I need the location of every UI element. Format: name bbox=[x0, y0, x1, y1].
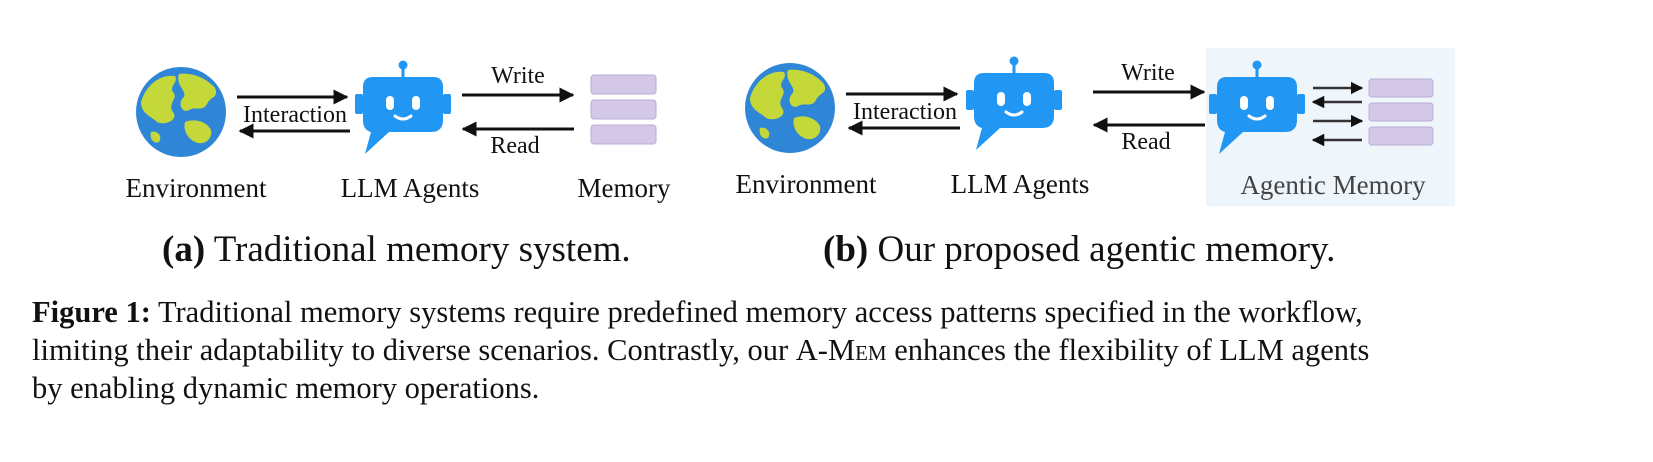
subcaption-b-tag: (b) bbox=[823, 229, 869, 270]
caption-text: Traditional memory systems require prede… bbox=[150, 295, 1363, 329]
subcaption-b-text: Our proposed agentic memory. bbox=[868, 229, 1336, 270]
caption-line-3: by enabling dynamic memory operations. bbox=[32, 369, 1622, 407]
caption-line-2: limiting their adaptability to diverse s… bbox=[32, 331, 1622, 369]
panel-a: Environment Interaction LLM Agents Write… bbox=[126, 59, 671, 203]
robot-icon bbox=[353, 59, 453, 156]
figure-caption: Figure 1: Traditional memory systems req… bbox=[32, 293, 1622, 407]
read-label: Read bbox=[490, 133, 539, 159]
subcaption-a: (a) Traditional memory system. bbox=[162, 228, 631, 271]
environment-label: Environment bbox=[126, 173, 267, 203]
globe-icon bbox=[745, 63, 835, 153]
caption-text: enhances the flexibility of LLM agents bbox=[886, 333, 1370, 367]
write-label: Write bbox=[1121, 60, 1175, 86]
interaction-label: Interaction bbox=[243, 102, 347, 128]
caption-label: Figure 1: bbox=[32, 295, 151, 329]
environment-label: Environment bbox=[736, 169, 877, 199]
agentic-memory-panel: Agentic Memory bbox=[1206, 48, 1455, 206]
panel-b: Environment Interaction LLM Agents Write… bbox=[736, 48, 1455, 206]
agentic-memory-label: Agentic Memory bbox=[1240, 170, 1426, 200]
llm-agents-label: LLM Agents bbox=[341, 173, 480, 203]
memory-label: Memory bbox=[578, 173, 671, 203]
memory-block bbox=[1368, 78, 1434, 98]
subcaption-a-text: Traditional memory system. bbox=[205, 229, 631, 270]
memory-block bbox=[1368, 102, 1434, 122]
caption-text: by enabling dynamic memory operations. bbox=[32, 371, 540, 405]
caption-line-1: Figure 1: Traditional memory systems req… bbox=[32, 293, 1622, 331]
caption-text: limiting their adaptability to diverse s… bbox=[32, 333, 796, 367]
write-label: Write bbox=[491, 63, 545, 89]
globe-icon bbox=[136, 67, 226, 157]
method-name: A-Mem bbox=[795, 333, 887, 367]
subcaption-a-tag: (a) bbox=[162, 229, 206, 270]
memory-block bbox=[590, 99, 657, 120]
memory-blocks bbox=[590, 74, 657, 145]
llm-agents-label: LLM Agents bbox=[951, 169, 1090, 199]
memory-block bbox=[590, 124, 657, 145]
robot-icon bbox=[964, 55, 1064, 152]
memory-block bbox=[1368, 126, 1434, 146]
subcaption-b: (b) Our proposed agentic memory. bbox=[823, 228, 1335, 271]
memory-block bbox=[590, 74, 657, 95]
memory-diagram: Environment Interaction LLM Agents Write… bbox=[126, 48, 1455, 206]
interaction-label: Interaction bbox=[853, 99, 957, 125]
read-label: Read bbox=[1121, 129, 1170, 155]
